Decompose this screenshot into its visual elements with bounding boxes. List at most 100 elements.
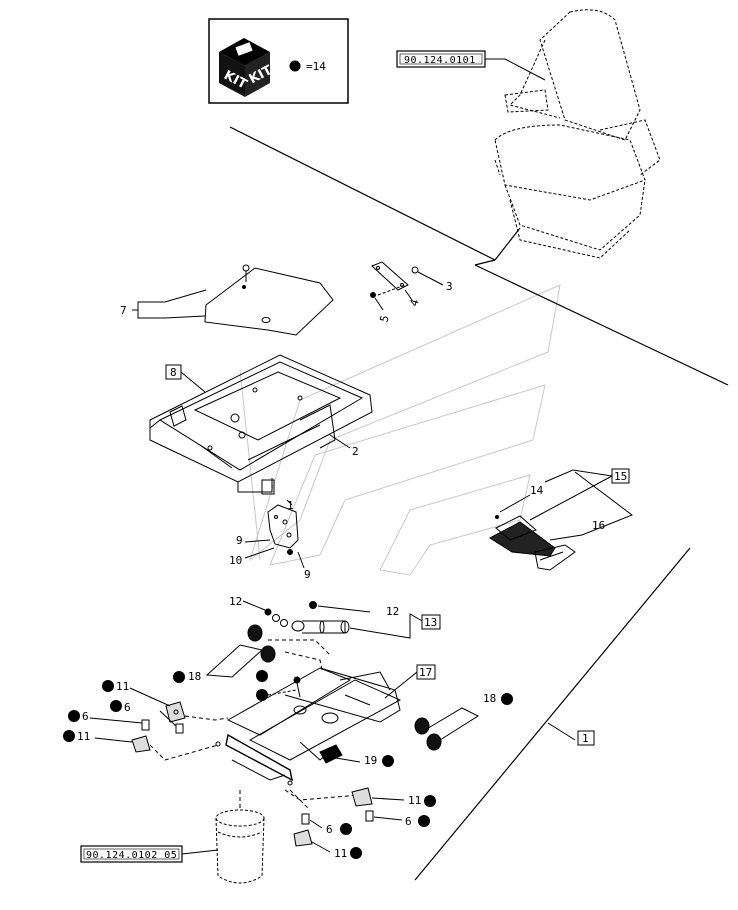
callout-1-box-leader [547,722,576,741]
callout-6-c: 6 [405,815,412,828]
kit-quantity: =14 [306,60,326,73]
kit-dot-icon [289,60,301,72]
part-5-bolt[interactable] [370,292,376,298]
part-11-pad-upper-left[interactable] [165,701,186,723]
kit-dot-lower [256,689,268,701]
callout-6-b: 6 [82,710,89,723]
part-1-hinge[interactable] [267,504,299,549]
part-bolts[interactable] [293,676,301,698]
part-6-pin-a[interactable] [175,723,184,734]
air-spring-reference-leader [181,849,219,855]
callout-19-leader [335,757,361,763]
callout-17: 17 [419,666,432,679]
callout-18-right-dot [501,693,513,705]
air-spring[interactable] [215,809,265,884]
seat-reference[interactable]: 90.124.0101 [396,50,486,68]
callout-2-leader [329,434,351,449]
divider-lines [229,126,729,881]
callout-6-a-leader [159,710,177,727]
part-11-pad-bottom[interactable] [293,829,313,847]
callout-8-leader: 8 [165,364,206,393]
seat-reference-text: 90.124.0101 [404,55,476,66]
assembly-guides [149,639,361,811]
callout-1-boxed: 1 [582,732,589,745]
callout-11-d: 11 [334,847,347,860]
kit-box-icon: KIT KIT [219,38,275,97]
callout-18-left-dot [173,671,185,683]
callout-19-dot [382,755,394,767]
callout-6-b-leader [89,717,143,724]
callout-10: 10 [229,554,242,567]
part-8-frame[interactable] [149,354,373,495]
callout-18-left: 18 [188,670,201,683]
callout-18-leaders [205,644,480,741]
callout-14-top: 14 [530,484,544,497]
part-11-pad-right[interactable] [351,787,373,807]
callout-9-left: 9 [236,534,243,547]
callout-13-leader [349,613,425,639]
callout-6-a: 6 [124,701,131,714]
callout-12-left: 12 [229,595,242,608]
callout-12-right: 12 [386,605,399,618]
callout-3: 3 [446,280,453,293]
callout-18-right: 18 [483,692,496,705]
callout-12-left-leader [242,600,266,611]
callout-11-a: 11 [116,680,129,693]
callout-6-b-dot [68,710,80,722]
callout-6-d-leader [309,819,323,829]
callout-8: 8 [170,366,177,379]
callout-11-b-dot [63,730,75,742]
callout-7: 7 [120,304,127,317]
seat-reference-leader [485,58,546,81]
callout-6-d: 6 [326,823,333,836]
callout-11-b: 11 [77,730,90,743]
callout-15: 15 [614,470,627,483]
part-7-plate[interactable] [204,264,334,336]
seat-outline [494,9,661,259]
callout-11-d-leader [311,841,331,853]
part-18-rollers[interactable] [247,624,442,751]
callout-15-box: 15 [611,468,630,484]
part-9-washer[interactable] [287,549,293,555]
part-14-screw[interactable] [495,515,499,519]
callout-5: 5 [377,314,391,324]
callout-11-c: 11 [408,794,421,807]
callout-3-4-5-leaders [374,271,444,311]
callout-16: 16 [592,519,605,532]
callout-1-box: 1 [577,730,595,746]
callout-6-a-dot [110,700,122,712]
part-17-scissor[interactable] [215,667,402,786]
callout-2: 2 [352,445,359,458]
callout-11-a-dot [102,680,114,692]
bolt-leader [267,689,297,696]
part-12-bushings[interactable] [264,601,317,627]
callout-9-right: 9 [304,568,311,581]
part-6-pin-d[interactable] [301,813,310,825]
callout-11-c-leader [371,797,405,801]
callout-11-a-leader [129,687,171,707]
callout-19: 19 [364,754,377,767]
callout-6-d-dot [340,823,352,835]
callout-7-leader [132,289,207,319]
callout-12-right-leader [317,605,371,613]
callout-11-c-dot [424,795,436,807]
callout-11-d-dot [350,847,362,859]
callout-1: 1 [287,499,294,512]
callout-14-15-16-leaders [499,469,634,541]
part-11-pad-lower-left[interactable] [131,735,151,753]
part-6-pin-c[interactable] [365,810,374,822]
part-13-shaft[interactable] [291,620,350,634]
callout-17-box: 17 [384,664,436,699]
air-spring-reference-text: 90.124.0102 05 [86,850,177,861]
air-spring-reference[interactable]: 90.124.0102 05 [80,845,183,863]
part-6-pin-b[interactable] [141,719,150,731]
callout-13: 13 [424,616,437,629]
callout-6-c-dot [418,815,430,827]
part-3-nut[interactable] [411,266,419,274]
callout-4: 4 [407,298,421,308]
part-16-handle[interactable] [489,515,576,571]
kit-dot-upper [256,670,268,682]
callout-9-10-leaders [244,499,305,569]
